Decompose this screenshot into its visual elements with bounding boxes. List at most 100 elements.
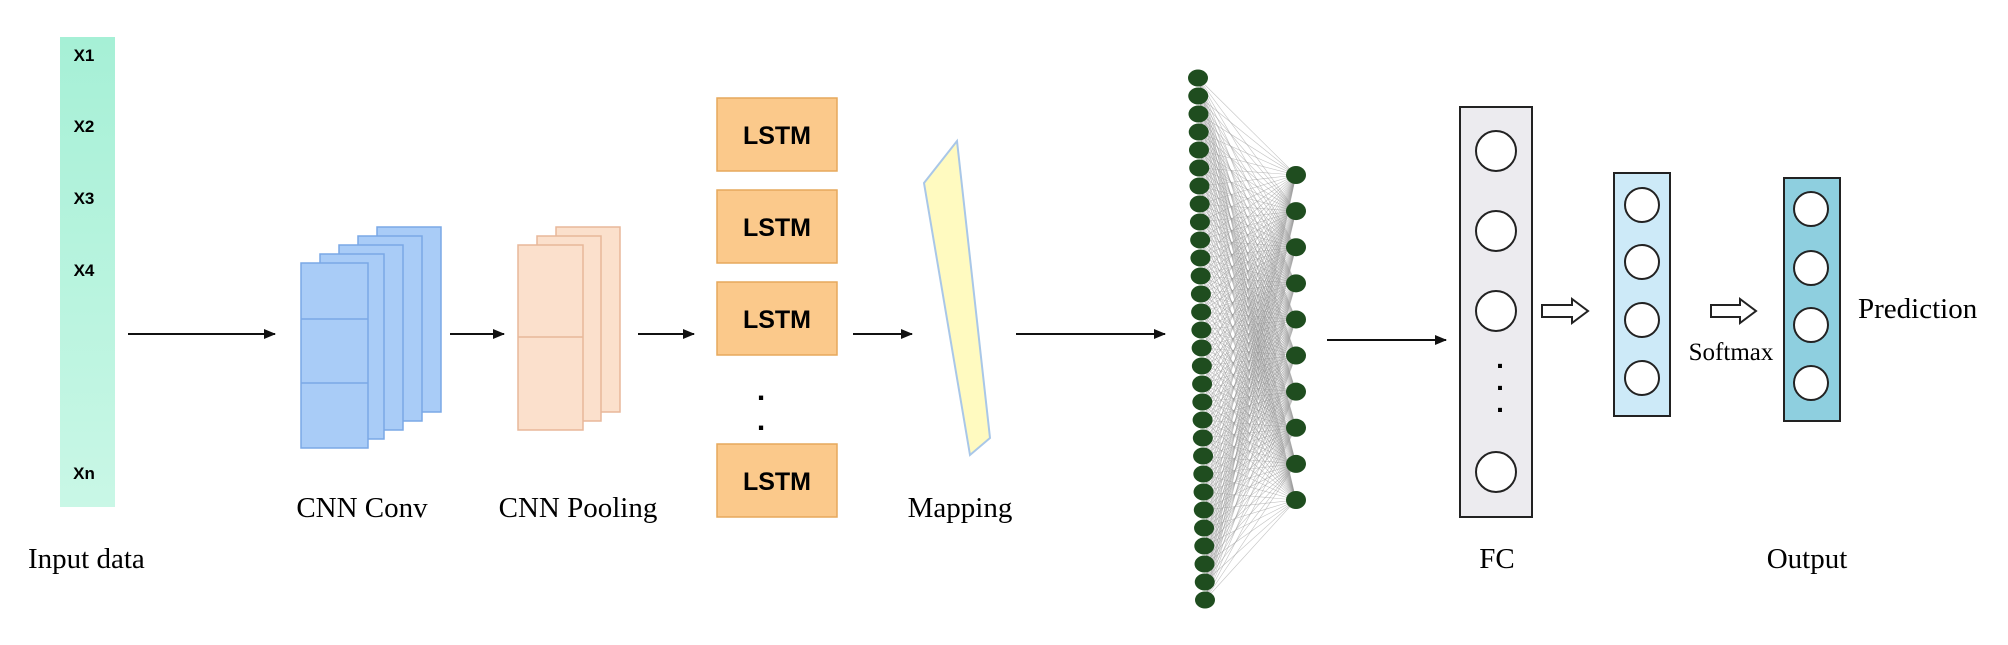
output-neuron xyxy=(1793,191,1829,227)
dense-connection xyxy=(1203,174,1297,511)
hidden-layer xyxy=(1613,172,1671,417)
dense-connection xyxy=(1199,167,1297,176)
dense-connection xyxy=(1199,174,1297,205)
dense-input-node xyxy=(1194,555,1215,573)
dense-connection xyxy=(1204,355,1297,583)
dense-connection xyxy=(1202,174,1297,421)
dense-connection xyxy=(1204,247,1297,601)
dense-connection xyxy=(1198,95,1297,176)
input-strip xyxy=(60,37,115,507)
dense-connection xyxy=(1203,174,1297,475)
mapping-layer xyxy=(922,138,992,457)
dense-output-node xyxy=(1286,418,1306,437)
input-feature-x1: X1 xyxy=(74,46,95,65)
hidden-neuron xyxy=(1624,302,1660,338)
input-feature-x2: X2 xyxy=(74,117,95,136)
output-neuron xyxy=(1793,365,1829,401)
dense-input-node xyxy=(1190,285,1211,303)
cnn-conv-stack xyxy=(300,226,442,449)
dense-input-node xyxy=(1193,465,1214,483)
dense-output-node xyxy=(1286,238,1306,257)
dense-input-node xyxy=(1194,537,1215,555)
lstm-cell-1 xyxy=(716,97,838,172)
dense-output-node xyxy=(1286,202,1306,221)
dense-input-node xyxy=(1190,231,1211,249)
dense-connection xyxy=(1204,391,1297,601)
lstm-cell-2-label: LSTM xyxy=(743,214,811,242)
dense-connection xyxy=(1204,427,1297,583)
dense-connection xyxy=(1204,355,1297,601)
dense-connection xyxy=(1198,149,1297,176)
dense-connection xyxy=(1201,174,1297,385)
dense-connection xyxy=(1200,174,1297,295)
dense-connection xyxy=(1204,283,1297,583)
dense-input-node xyxy=(1190,249,1211,267)
dense-input-node xyxy=(1189,159,1210,177)
dense-connection xyxy=(1204,211,1297,583)
dense-output-node xyxy=(1286,491,1306,509)
double-arrow-fc-to-hidden xyxy=(1541,297,1590,325)
dense-output-node xyxy=(1286,274,1306,293)
dense-connection xyxy=(1204,247,1297,583)
dense-input-node xyxy=(1188,87,1209,105)
dense-input-node xyxy=(1192,411,1213,429)
dense-connection xyxy=(1201,174,1297,367)
dense-input-node xyxy=(1194,573,1215,591)
lstm-cell-n xyxy=(716,443,838,518)
fc-ellipsis-dot: . xyxy=(1496,365,1504,396)
dense-connection xyxy=(1204,283,1297,601)
dense-input-node xyxy=(1195,591,1215,609)
dense-output-node xyxy=(1286,346,1306,365)
dense-input-node xyxy=(1189,213,1210,231)
label-output: Output xyxy=(1767,543,1848,575)
dense-input-node xyxy=(1190,267,1211,285)
dense-input-node xyxy=(1191,303,1212,321)
dense-connection xyxy=(1200,174,1297,277)
dense-network xyxy=(1188,69,1306,609)
dense-connection xyxy=(1200,174,1297,241)
dense-network-connections xyxy=(1197,77,1297,601)
dense-connection xyxy=(1204,174,1297,565)
label-fc: FC xyxy=(1479,543,1514,575)
dense-connection xyxy=(1198,113,1297,176)
input-feature-x4: X4 xyxy=(74,261,95,280)
label-cnn-conv: CNN Conv xyxy=(296,492,428,524)
dense-input-node xyxy=(1188,105,1209,123)
lstm-column: LSTM LSTM LSTM . . LSTM xyxy=(716,97,838,518)
double-arrow-hidden-to-output xyxy=(1710,297,1758,325)
dense-connection xyxy=(1204,174,1297,583)
dense-input-node xyxy=(1188,69,1208,87)
dense-input-nodes xyxy=(1188,69,1215,609)
fc-layer: . . . xyxy=(1459,106,1533,518)
lstm-ellipsis-dot: . xyxy=(757,404,765,437)
fc-neuron xyxy=(1475,130,1517,172)
dense-input-node xyxy=(1189,177,1210,195)
input-feature-xn: Xn xyxy=(73,464,95,483)
dense-connection xyxy=(1201,174,1297,349)
hidden-neuron xyxy=(1624,360,1660,396)
dense-connection xyxy=(1204,319,1297,601)
dense-connection xyxy=(1198,131,1297,176)
dense-connection xyxy=(1204,174,1297,601)
hidden-neuron xyxy=(1624,244,1660,280)
lstm-cell-3 xyxy=(716,281,838,356)
dense-input-node xyxy=(1194,519,1215,537)
dense-connection xyxy=(1202,174,1297,457)
dense-input-node xyxy=(1191,321,1212,339)
dense-connection xyxy=(1197,77,1297,176)
cnn-pooling-stack xyxy=(517,226,621,431)
label-mapping: Mapping xyxy=(908,492,1013,524)
fc-ellipsis-dot: . xyxy=(1496,343,1504,374)
lstm-ellipsis-dot: . xyxy=(757,374,765,407)
dense-connection xyxy=(1203,174,1297,529)
lstm-cell-1-label: LSTM xyxy=(743,122,811,150)
dense-connection xyxy=(1204,463,1297,601)
dense-connection xyxy=(1202,174,1297,403)
label-softmax: Softmax xyxy=(1689,339,1774,366)
input-feature-x3: X3 xyxy=(74,189,95,208)
fc-neuron xyxy=(1475,290,1517,332)
dense-input-node xyxy=(1192,393,1213,411)
dense-output-nodes xyxy=(1286,166,1306,509)
fc-ellipsis-dot: . xyxy=(1496,387,1504,418)
